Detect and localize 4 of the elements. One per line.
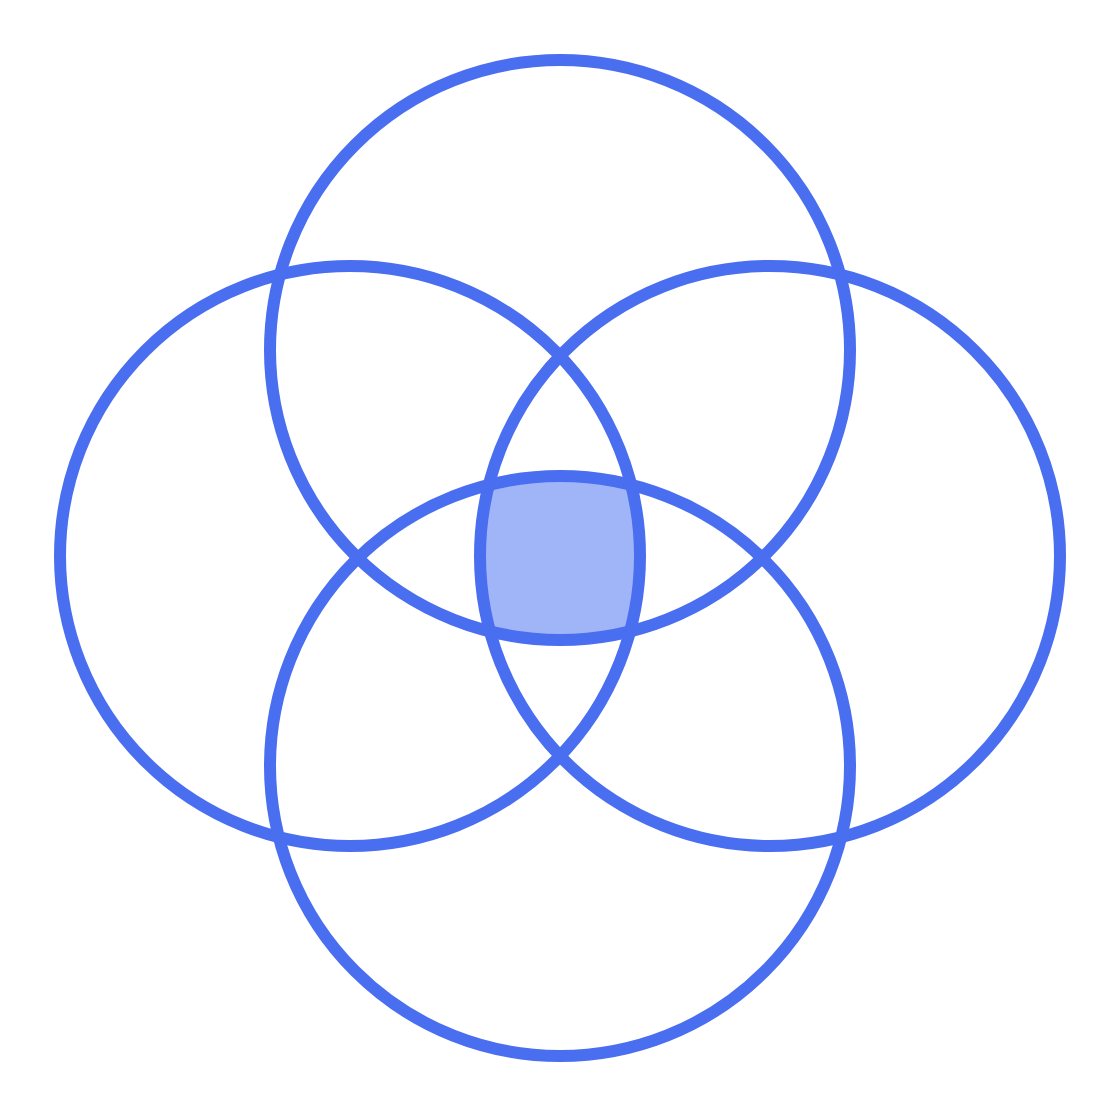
venn-circle	[264, 470, 856, 1062]
venn-circle	[54, 260, 646, 852]
venn-circle	[264, 54, 856, 646]
venn-circle	[474, 260, 1066, 852]
